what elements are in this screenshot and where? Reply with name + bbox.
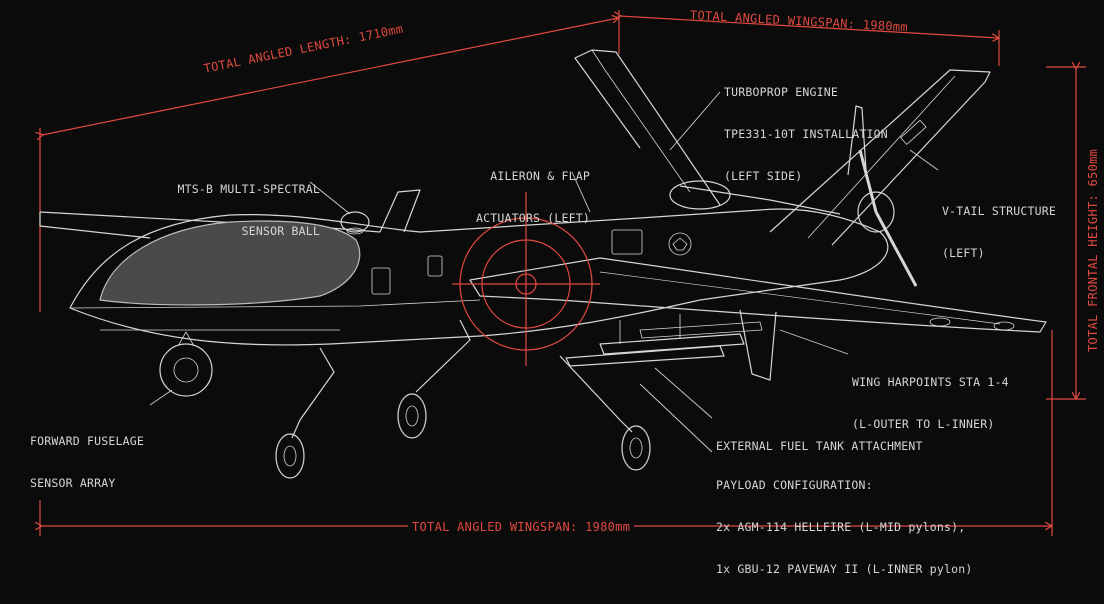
target-reticle	[452, 192, 600, 366]
callout-hardpoints: WING HARPOINTS STA 1-4 (L-OUTER TO L-INN…	[852, 347, 1009, 459]
leader-hardpoints	[779, 329, 849, 355]
callout-forward-fuselage: FORWARD FUSELAGE SENSOR ARRAY	[30, 406, 144, 518]
callout-payload-line-2: 2x AGM-114 HELLFIRE (L-MID pylons),	[716, 520, 966, 534]
callout-mts-b: MTS-B MULTI-SPECTRAL SENSOR BALL	[150, 154, 320, 266]
leader-vtail	[909, 149, 939, 171]
callout-hardpoints-line-2: (L-OUTER TO L-INNER)	[852, 417, 995, 431]
callout-aileron-line-1: AILERON & FLAP	[490, 169, 590, 183]
wingspan-bottom-dimension-label: TOTAL ANGLED WINGSPAN: 1980mm	[408, 520, 635, 534]
callout-fuel-tank-line-1: EXTERNAL FUEL TANK ATTACHMENT	[716, 439, 923, 453]
callout-payload-line-1: PAYLOAD CONFIGURATION:	[716, 478, 873, 492]
callout-mts-b-line-2: SENSOR BALL	[241, 224, 320, 238]
callout-turboprop-line-1: TURBOPROP ENGINE	[724, 85, 838, 99]
callout-mts-b-line-1: MTS-B MULTI-SPECTRAL	[177, 182, 320, 196]
height-dimension-label: TOTAL FRONTAL HEIGHT: 650mm	[1086, 148, 1100, 352]
callout-hardpoints-line-1: WING HARPOINTS STA 1-4	[852, 375, 1009, 389]
callout-forward-fuselage-line-2: SENSOR ARRAY	[30, 476, 116, 490]
wingspan-top-dimension-line	[620, 16, 998, 38]
drone-drawing	[0, 10, 1086, 536]
callout-vtail-line-2: (LEFT)	[942, 246, 985, 260]
callout-payload-line-3: 1x GBU-12 PAVEWAY II (L-INNER pylon)	[716, 562, 973, 576]
callout-turboprop-line-3: (LEFT SIDE)	[724, 169, 803, 183]
callout-vtail: V-TAIL STRUCTURE (LEFT)	[942, 176, 1056, 288]
callout-payload: PAYLOAD CONFIGURATION: 2x AGM-114 HELLFI…	[716, 450, 972, 604]
callout-turboprop: TURBOPROP ENGINE TPE331-10T INSTALLATION…	[724, 57, 888, 211]
leader-aileron	[571, 171, 591, 213]
leader-mts-b	[309, 181, 351, 215]
length-dimension-line	[42, 18, 618, 135]
canopy-shape	[99, 220, 361, 306]
leader-forward-fuselage	[149, 389, 173, 406]
callout-leaders	[149, 91, 939, 453]
callout-turboprop-line-2: TPE331-10T INSTALLATION	[724, 127, 888, 141]
drone-outline	[39, 49, 1047, 479]
callout-aileron-line-2: ACTUATORS (LEFT)	[476, 211, 590, 225]
leader-fuel-tank	[654, 367, 713, 419]
callout-fuel-tank: EXTERNAL FUEL TANK ATTACHMENT	[716, 411, 923, 481]
callout-aileron: AILERON & FLAP ACTUATORS (LEFT)	[440, 141, 590, 253]
leader-turboprop	[669, 91, 721, 151]
callout-vtail-line-1: V-TAIL STRUCTURE	[942, 204, 1056, 218]
callout-forward-fuselage-line-1: FORWARD FUSELAGE	[30, 434, 144, 448]
leader-payload	[639, 383, 713, 453]
blueprint-diagram: TOTAL ANGLED LENGTH: 1710mm TOTAL ANGLED…	[0, 8, 1100, 576]
